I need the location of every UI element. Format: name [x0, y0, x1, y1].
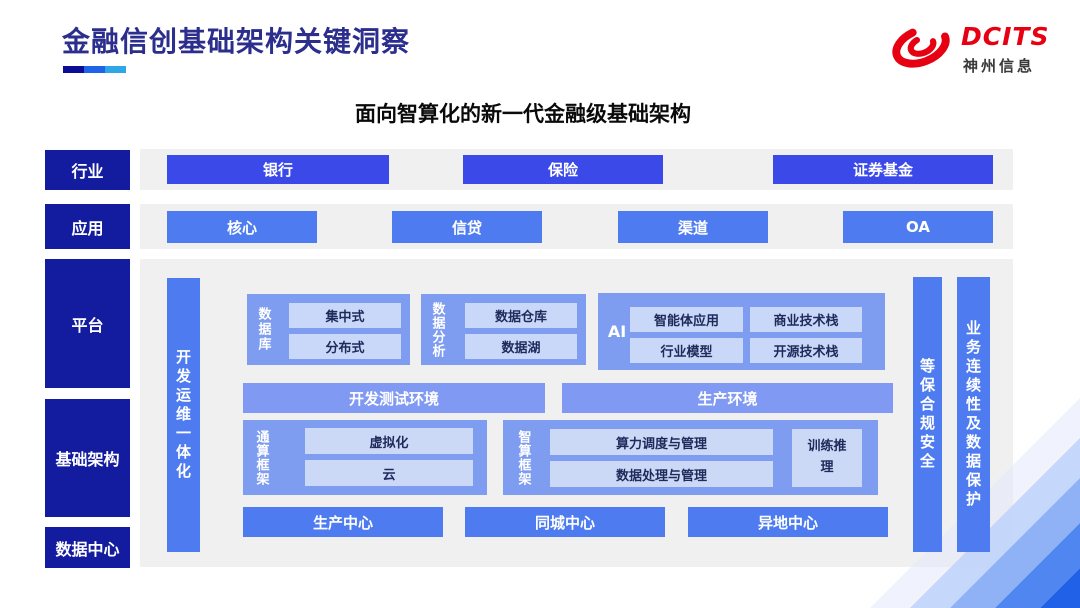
industry-bank: 银行 — [167, 155, 389, 184]
data-lake: 数据湖 — [465, 334, 577, 359]
logo-company-text: 神州信息 — [963, 57, 1036, 75]
industry-securities: 证券基金 — [773, 155, 993, 184]
app-channel: 渠道 — [618, 211, 768, 243]
rail-industry: 行业 — [45, 150, 130, 190]
cloud: 云 — [305, 460, 473, 486]
business-continuity-bar: 业务连续性及数据保护 — [957, 277, 990, 552]
samecity-center: 同城中心 — [465, 507, 665, 537]
app-credit: 信贷 — [392, 211, 542, 243]
dev-test-environment: 开发测试环境 — [243, 383, 545, 413]
database-group-label: 数据库 — [255, 307, 271, 352]
page-title: 金融信创基础架构关键洞察 — [62, 25, 411, 58]
database-distributed: 分布式 — [289, 334, 401, 359]
dcits-logo: DCITS 神州信息 — [885, 14, 1060, 78]
underline-seg-dark — [63, 66, 84, 73]
intelligent-framework-group: 智算框架 算力调度与管理 数据处理与管理 训练推理 — [503, 420, 878, 495]
devops-bar: 开发运维一体化 — [167, 278, 200, 552]
diagram-subtitle: 面向智算化的新一代金融级基础架构 — [355, 102, 691, 126]
app-core: 核心 — [167, 211, 317, 243]
remote-center: 异地中心 — [688, 507, 888, 537]
ai-group-label: AI — [607, 322, 627, 341]
dcits-swirl-icon — [892, 24, 950, 68]
industry-insurance: 保险 — [463, 155, 663, 184]
security-compliance-bar: 等保合规安全 — [913, 277, 942, 552]
intelligent-framework-label: 智算框架 — [515, 429, 531, 486]
logo-brand-text: DCITS — [961, 22, 1050, 51]
virtualization: 虚拟化 — [305, 428, 473, 454]
underline-seg-cyan — [105, 66, 126, 73]
rail-infrastructure: 基础架构 — [45, 399, 130, 517]
compute-scheduling: 算力调度与管理 — [550, 429, 773, 455]
database-centralized: 集中式 — [289, 303, 401, 328]
production-environment: 生产环境 — [562, 383, 893, 413]
ai-industry-model: 行业模型 — [630, 338, 743, 363]
analytics-group: 数据分析 数据仓库 数据湖 — [421, 294, 586, 365]
data-processing: 数据处理与管理 — [550, 461, 773, 487]
data-warehouse: 数据仓库 — [465, 303, 577, 328]
general-framework-label: 通算框架 — [253, 429, 269, 486]
general-framework-group: 通算框架 虚拟化 云 — [243, 420, 487, 495]
title-underline — [63, 66, 126, 73]
ai-opensource-stack: 开源技术栈 — [750, 338, 862, 363]
app-oa: OA — [843, 211, 993, 243]
ai-commercial-stack: 商业技术栈 — [750, 307, 862, 332]
analytics-group-label: 数据分析 — [429, 301, 445, 358]
rail-application: 应用 — [45, 204, 130, 249]
ai-group: AI 智能体应用 商业技术栈 行业模型 开源技术栈 — [598, 293, 885, 370]
underline-seg-blue — [84, 66, 105, 73]
rail-platform: 平台 — [45, 259, 130, 388]
production-center: 生产中心 — [243, 507, 443, 537]
ai-agent-app: 智能体应用 — [630, 307, 743, 332]
training-inference: 训练推理 — [792, 429, 862, 487]
rail-datacenter: 数据中心 — [45, 527, 130, 568]
database-group: 数据库 集中式 分布式 — [247, 294, 410, 365]
